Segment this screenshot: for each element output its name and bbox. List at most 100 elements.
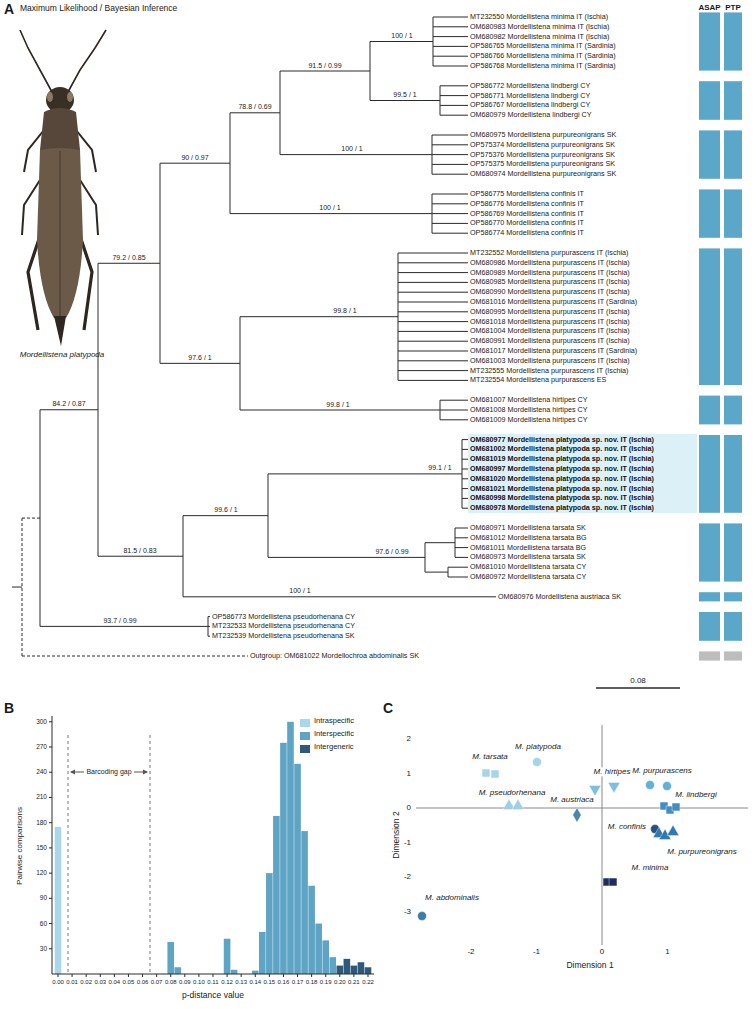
tip-branch <box>432 194 468 195</box>
axis-tick: 90 <box>40 895 47 902</box>
tick-mark <box>311 974 312 977</box>
support-value: 100 / 1 <box>319 204 340 212</box>
tick-mark <box>100 974 101 977</box>
species-bar <box>699 130 720 178</box>
support-value: 100 / 1 <box>341 145 362 153</box>
tree-branch <box>425 542 455 543</box>
axis-tick: 0.14 <box>249 979 261 986</box>
tick-mark <box>353 974 354 977</box>
tip-branch <box>433 36 468 37</box>
mds-marker <box>573 808 581 823</box>
histogram-bar <box>351 966 358 974</box>
axis-tick: 0.02 <box>80 979 92 986</box>
support-value: 99.8 / 1 <box>333 307 356 315</box>
axis-tick: 1 <box>665 947 669 956</box>
tip-label: OP586773 Mordellistena pseudorhenana CY <box>212 612 355 620</box>
species-bar <box>699 435 720 513</box>
support-value: 99.6 / 1 <box>214 506 237 514</box>
support-value: 99.8 / 1 <box>326 400 349 408</box>
tip-label: OM680985 Mordellistena purpurascens IT (… <box>470 278 630 286</box>
axis-title: Pairwise comparisons <box>15 807 24 885</box>
tip-branch <box>433 46 468 47</box>
tip-label: OM680974 Mordellistena purpureonigrans S… <box>470 170 616 178</box>
histogram-bar <box>55 827 62 974</box>
zero-line <box>416 808 748 809</box>
tip-label: OP586765 Mordellistena minima IT (Sardin… <box>470 42 616 50</box>
tip-label: OM681020 Mordellistena platypoda sp. nov… <box>470 475 654 483</box>
tree-branch <box>280 71 370 72</box>
tip-branch <box>455 537 468 538</box>
histogram-bar <box>252 971 259 974</box>
tip-branch <box>398 341 468 342</box>
histogram-bar <box>294 764 301 974</box>
axis-tick: 270 <box>36 743 47 750</box>
tip-branch <box>440 115 468 116</box>
tip-label: OP586767 Mordellistena lindbergi CY <box>470 101 590 109</box>
species-label: M. austriaca <box>549 795 595 804</box>
axis-tick: 0.07 <box>151 979 163 986</box>
support-value: 97.6 / 1 <box>188 354 211 362</box>
axis-tick: 0.12 <box>221 979 233 986</box>
tip-branch <box>398 360 468 361</box>
tip-label: OM680978 Mordellistena platypoda sp. nov… <box>470 504 654 512</box>
axis-tick: 0.16 <box>278 979 290 986</box>
histogram-bar <box>337 966 344 974</box>
axis-tick: 0.10 <box>193 979 205 986</box>
tip-label: OM680971 Mordellistena tarsata SK <box>470 524 586 532</box>
tip-label: OP586776 Mordellistena confinis IT <box>470 200 584 208</box>
histogram-bar <box>308 886 315 974</box>
tip-label: OM681009 Mordellistena hirtipes CY <box>470 416 587 424</box>
mds-marker <box>609 878 617 886</box>
tree-branch <box>425 543 426 572</box>
tick-mark <box>49 873 52 874</box>
tree-branch <box>40 410 41 627</box>
axis-tick: 0.06 <box>137 979 149 986</box>
tip-branch <box>398 321 468 322</box>
tip-label: OM680995 Mordellistena purpurascens IT (… <box>470 308 630 316</box>
species-label: M. pseudorhenana <box>478 788 547 797</box>
tick-mark <box>49 747 52 748</box>
support-value: 90 / 0.97 <box>181 154 208 162</box>
species-bar <box>699 189 720 237</box>
axis-tick: 150 <box>36 844 47 851</box>
axis-tick: 1 <box>407 769 411 778</box>
histogram-bar <box>322 940 329 974</box>
tick-mark <box>283 974 284 977</box>
tip-label: OM680973 Mordellistena tarsata SK <box>470 553 586 561</box>
tip-label: OM680983 Mordellistena minima IT (Ischia… <box>470 23 609 31</box>
axis-tick: -1 <box>533 947 540 956</box>
species-bar <box>724 248 742 385</box>
tip-branch <box>440 85 468 86</box>
tree-branch <box>98 556 183 557</box>
tip-branch <box>398 302 468 303</box>
tip-branch <box>432 203 468 204</box>
species-label: M. tarsata <box>471 752 509 761</box>
tree-branch <box>440 86 441 115</box>
panel-letter: C <box>383 700 393 716</box>
tip-branch <box>440 105 468 106</box>
axis-tick: 0 <box>407 803 411 812</box>
tip-label: OM680991 Mordellistena purpurascens IT (… <box>470 337 630 345</box>
tick-mark <box>198 974 199 977</box>
tree-branch <box>280 71 281 155</box>
tip-label: Outgroup: OM681022 Mordellochroa abdomin… <box>250 652 419 660</box>
tip-branch <box>398 351 468 352</box>
axis-tick: 0.19 <box>320 979 332 986</box>
axis-tick: 0.21 <box>348 979 360 986</box>
pronotum <box>40 108 80 153</box>
tree-branch <box>40 626 208 627</box>
tree-branch <box>160 163 161 363</box>
mds-marker <box>491 770 499 778</box>
tip-branch <box>398 331 468 332</box>
tip-label: MT232554 Mordellistena purpurascens ES <box>470 376 606 384</box>
tip-label: OP586772 Mordellistena lindbergi CY <box>470 82 590 90</box>
tip-label: OM681008 Mordellistena hirtipes CY <box>470 406 587 414</box>
gap-label: Barcoding gap <box>85 768 132 776</box>
histogram <box>49 716 374 977</box>
support-value: 81.5 / 0.83 <box>123 547 156 555</box>
tip-label: OP586770 Mordellistena confinis IT <box>470 219 584 227</box>
tip-branch <box>398 370 468 371</box>
axis-tick: 0.15 <box>264 979 276 986</box>
tip-branch <box>398 380 468 381</box>
illustration-caption: Mordellistena platypoda <box>20 350 105 359</box>
